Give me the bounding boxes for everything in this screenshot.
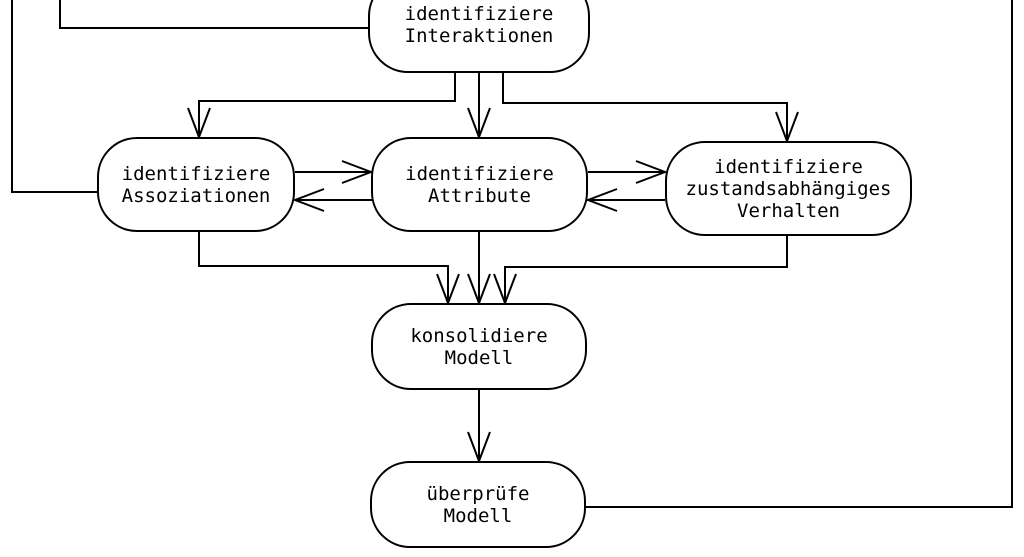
node-label-line: identifiziere xyxy=(121,162,271,185)
node-label-line: identifiziere xyxy=(714,155,863,178)
edge-interaktionen-verhalten xyxy=(502,73,799,144)
edge-incoming-interaktionen xyxy=(59,0,368,29)
node-label-line: Attribute xyxy=(428,184,531,207)
edge-verhalten-attribute xyxy=(585,188,665,212)
node-label-line: zustandsabhängiges xyxy=(685,177,892,200)
edge-assoziationen-konsolidiere xyxy=(198,232,460,306)
edge-incoming-assoziationen xyxy=(11,0,97,193)
edge-verhalten-konsolidiere xyxy=(493,236,788,306)
node-ueberpruefe-modell: überprüfe Modell xyxy=(370,461,586,548)
edge-interaktionen-assoziationen xyxy=(187,73,456,140)
node-label-line: Assoziationen xyxy=(121,184,271,207)
node-label-line: überprüfe xyxy=(426,482,530,505)
node-label-line: identifiziere xyxy=(404,2,554,25)
node-label-line: Interaktionen xyxy=(404,24,554,47)
node-identifiziere-interaktionen: identifiziere Interaktionen xyxy=(368,0,590,73)
node-konsolidiere-modell: konsolidiere Modell xyxy=(371,303,587,390)
node-label-line: identifiziere xyxy=(405,162,554,185)
edge-konsolidiere-ueberpruefe xyxy=(467,390,491,464)
node-label-line: Verhalten xyxy=(737,199,840,222)
edge-attribute-konsolidiere xyxy=(467,232,491,306)
node-label-line: Modell xyxy=(444,346,514,369)
node-identifiziere-zustandsabhaengiges-verhalten: identifiziere zustandsabhängiges Verhalt… xyxy=(665,141,912,236)
edge-interaktionen-attribute xyxy=(467,73,491,140)
node-identifiziere-attribute: identifiziere Attribute xyxy=(371,137,588,232)
edge-assoziationen-attribute xyxy=(295,160,374,184)
node-label-line: Modell xyxy=(443,504,513,527)
node-identifiziere-assoziationen: identifiziere Assoziationen xyxy=(97,137,295,232)
edge-ueberpruefe-feedback xyxy=(586,0,1013,508)
node-label-line: konsolidiere xyxy=(410,324,548,347)
edge-attribute-verhalten xyxy=(588,160,668,184)
